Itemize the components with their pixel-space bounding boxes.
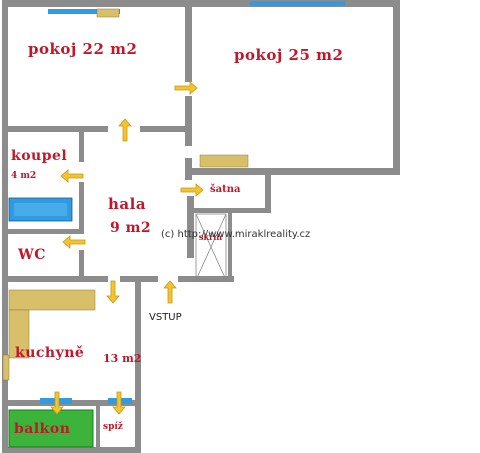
copyright-text: (c) http://www.miraklreality.cz	[161, 229, 311, 240]
walls	[2, 0, 400, 453]
kitchen-counter-small	[2, 354, 10, 381]
label-koupel: koupel	[11, 148, 68, 164]
pokoj22-cabinet	[96, 8, 120, 18]
label-balkon: balkon	[14, 421, 71, 437]
cabinets	[2, 8, 249, 381]
label-entrance: VSTUP	[149, 312, 182, 323]
kitchen-counter-side	[8, 309, 30, 359]
label-pokoj25: pokoj 25 m2	[234, 46, 344, 64]
arrow-up-icon	[118, 118, 132, 142]
label-hala: hala	[108, 195, 147, 213]
arrow-up-icon	[163, 280, 177, 304]
arrow-right-icon	[180, 183, 204, 197]
arrow-left-icon	[62, 235, 86, 249]
arrow-down-icon	[106, 280, 120, 304]
label-kuchyne: kuchyně	[15, 345, 85, 361]
label-koupel-area: 4 m2	[11, 171, 37, 181]
label-satna: šatna	[210, 184, 241, 195]
label-pokoj22: pokoj 22 m2	[28, 40, 138, 58]
kitchen-counter-top	[8, 289, 96, 311]
arrow-left-icon	[60, 169, 84, 183]
label-spiz: spíž	[103, 422, 123, 432]
label-skrin: skříň	[199, 232, 223, 242]
label-wc: WC	[18, 247, 46, 263]
label-kuchyne-area: 13 m2	[103, 352, 142, 365]
arrow-right-icon	[174, 81, 198, 95]
skrin-cabinet	[195, 213, 227, 281]
pokoj25-cabinet	[199, 154, 249, 168]
label-hala-area: 9 m2	[110, 220, 152, 236]
balcony	[8, 409, 94, 448]
